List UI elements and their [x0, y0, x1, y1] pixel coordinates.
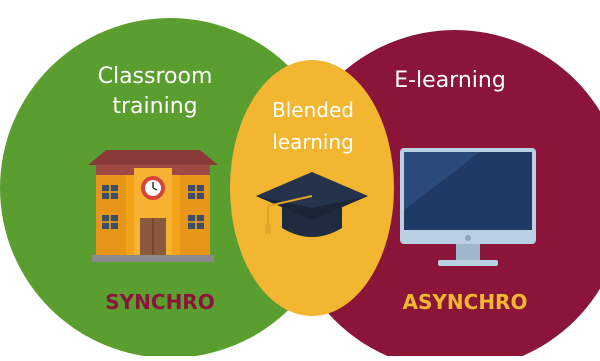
- blended-learning-label: Blended learning: [272, 98, 354, 154]
- desktop-monitor-icon: [400, 148, 536, 266]
- elearning-label: E-learning: [394, 68, 506, 93]
- school-building-icon: [88, 150, 218, 262]
- synchro-label: SYNCHRO: [105, 290, 215, 314]
- asynchro-label: ASYNCHRO: [402, 290, 528, 314]
- classroom-training-label: Classroom training: [97, 64, 213, 119]
- graduation-cap-icon: [256, 172, 368, 237]
